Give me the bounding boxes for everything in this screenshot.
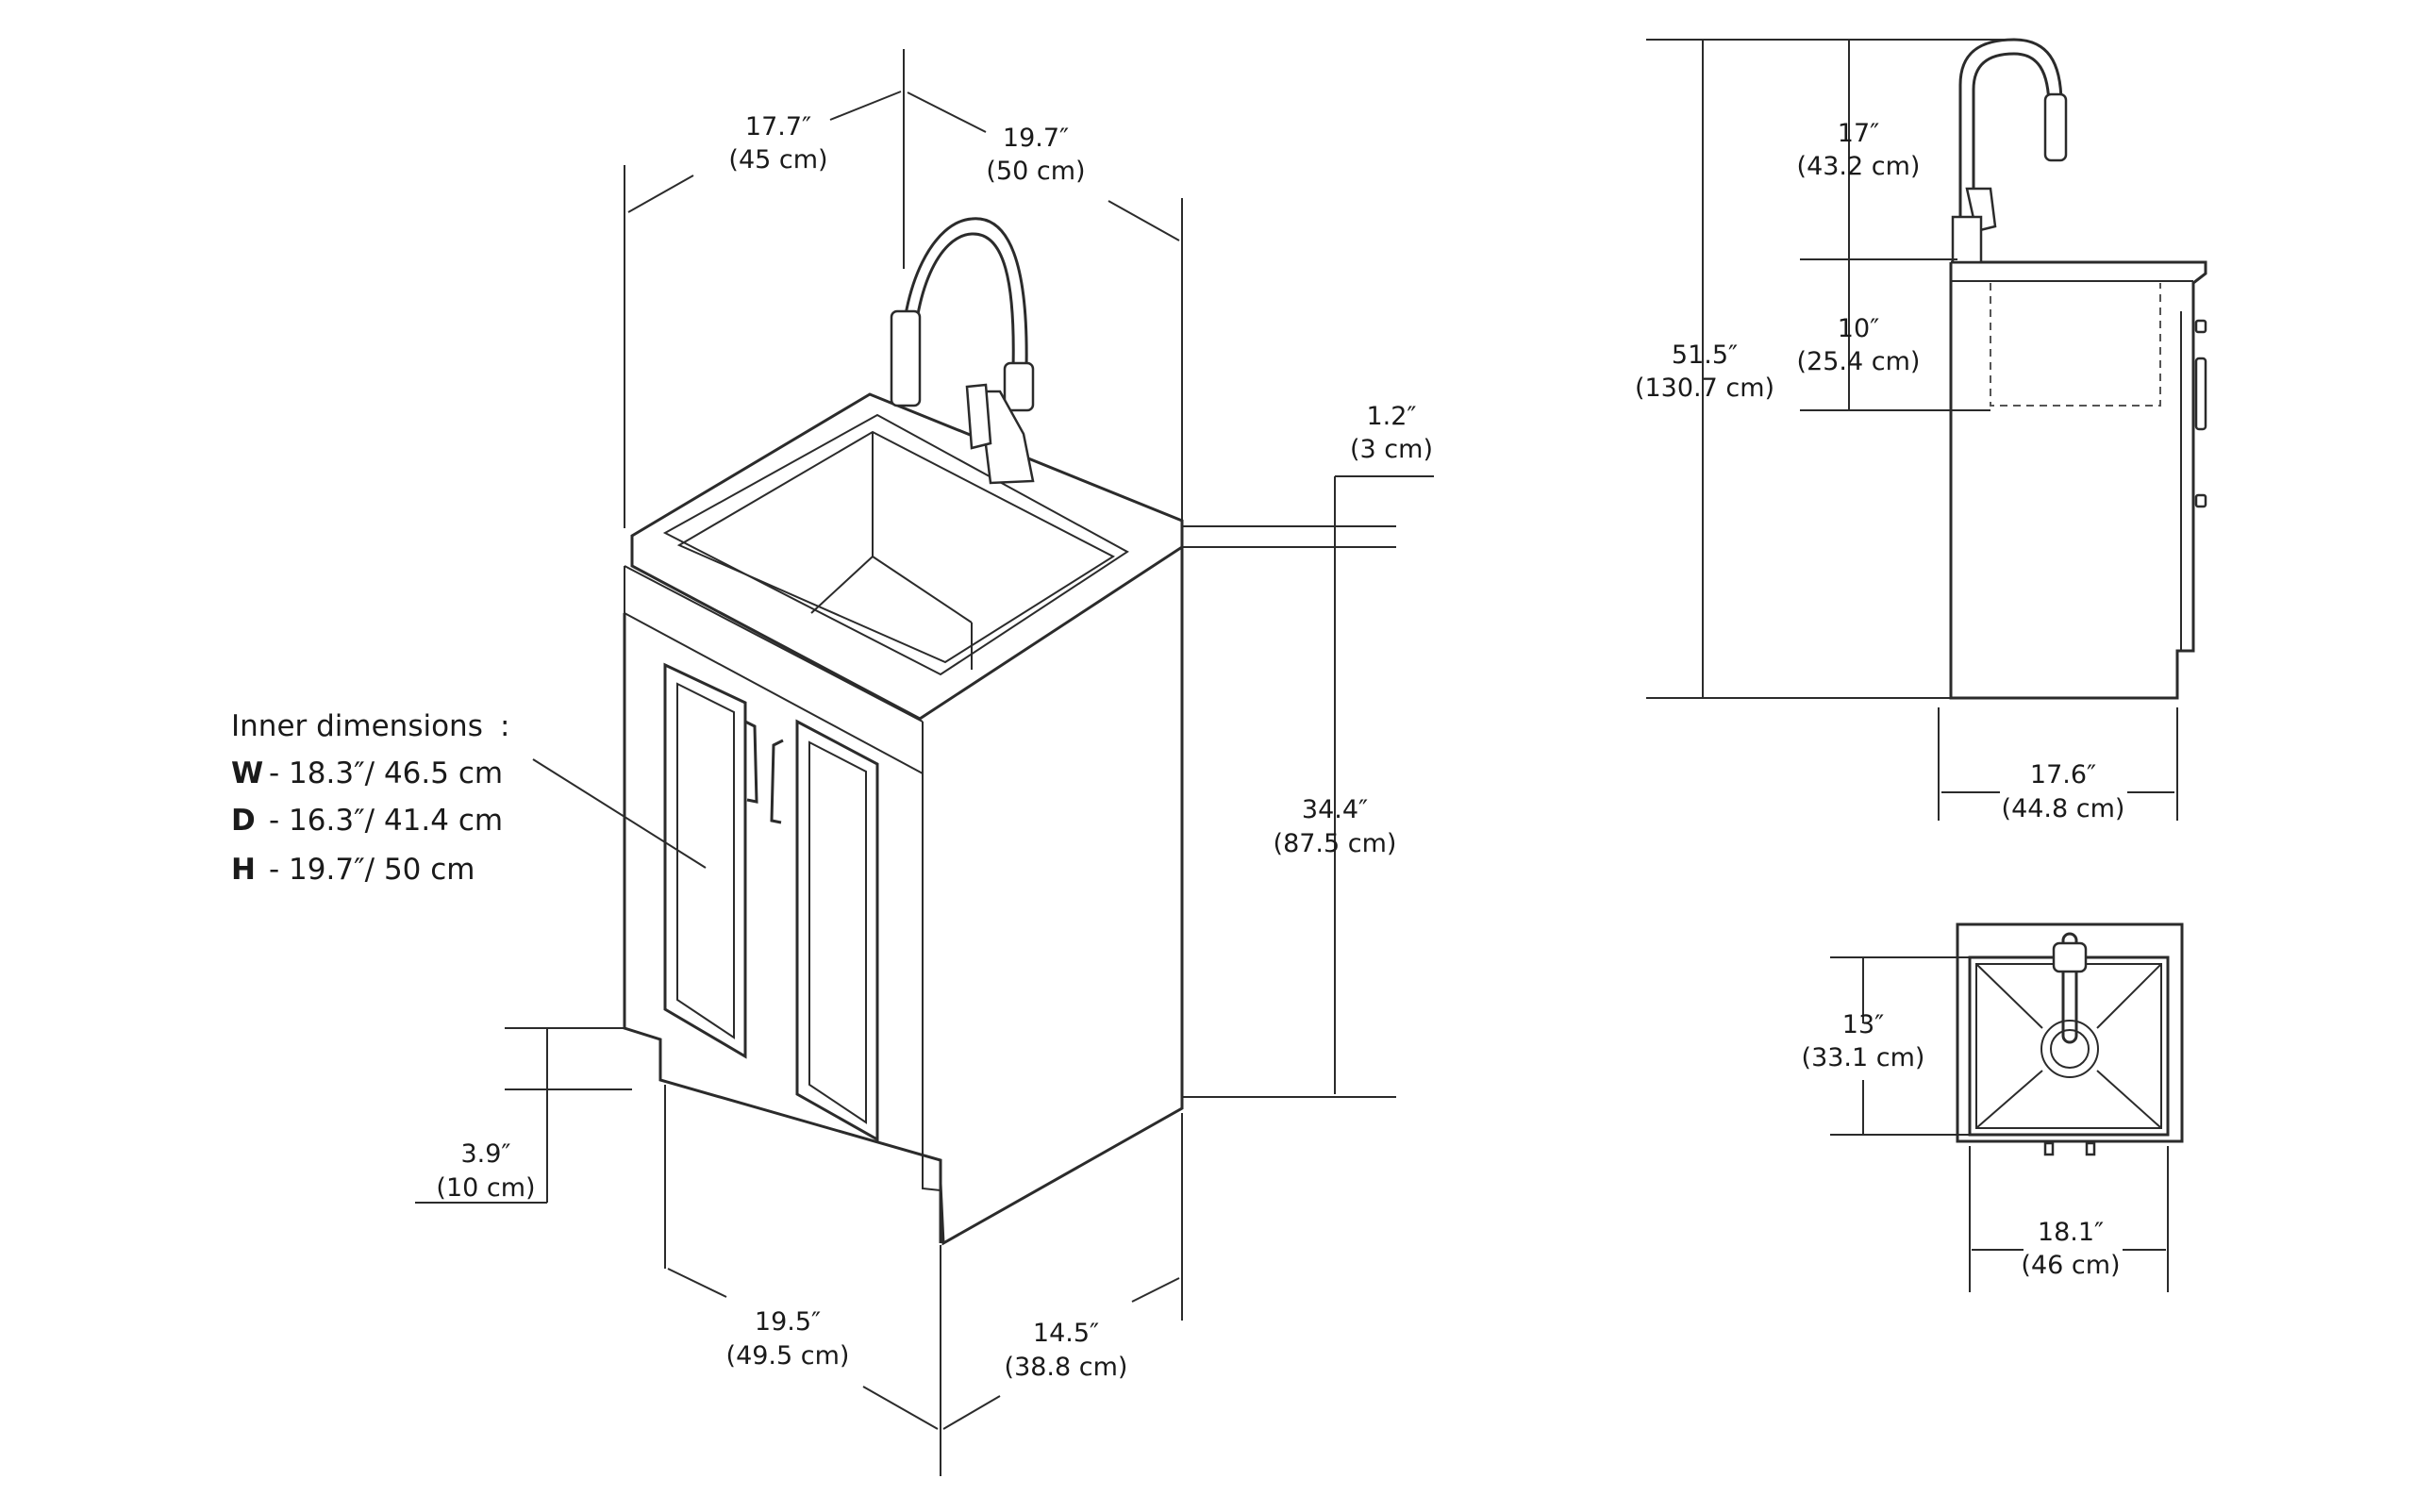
label-total-cm: (130.7 cm) — [1635, 374, 1774, 403]
isometric-view: 17.7″ (45 cm) 19.7″ (50 cm) 1.2″ (3 cm) … — [231, 49, 1434, 1476]
label-faucet-inch: 17″ — [1838, 119, 1879, 148]
label-rim-cm: (3 cm) — [1350, 435, 1433, 464]
isometric-faucet — [890, 217, 1035, 485]
cabinet-doors — [663, 662, 879, 1142]
label-top-depth-inch: 13″ — [1842, 1010, 1884, 1039]
side-view: 17″ (43.2 cm) 10″ (25.4 cm) 51.5″ (130.7… — [1635, 38, 2207, 823]
label-height-inch: 34.4″ — [1302, 795, 1368, 824]
inner-w-value: - 18.3″/ 46.5 cm — [269, 756, 503, 790]
cabinet-body — [623, 538, 1184, 1246]
label-basin-inch: 10″ — [1838, 314, 1879, 343]
countertop — [624, 392, 1184, 774]
label-bottom-left-inch: 19.5″ — [755, 1307, 821, 1337]
inner-dimensions-colon: : — [500, 709, 509, 743]
label-toe-inch: 3.9″ — [460, 1139, 510, 1169]
iso-dim-lines — [415, 49, 1434, 1476]
label-top-right-inch: 19.7″ — [1003, 124, 1069, 153]
inner-dimensions-title: Inner dimensions — [231, 709, 483, 743]
label-bottom-left-cm: (49.5 cm) — [726, 1341, 850, 1371]
inner-h-letter: H — [231, 853, 256, 887]
label-top-left-cm: (45 cm) — [728, 145, 827, 174]
side-faucet — [1951, 38, 2068, 264]
sink-basin — [662, 413, 1129, 676]
label-top-left-inch: 17.7″ — [745, 112, 811, 141]
side-cabinet — [1949, 260, 2207, 700]
label-top-width-cm: (46 cm) — [2021, 1251, 2120, 1280]
top-dim-lines — [1830, 956, 2169, 1292]
top-sink — [1956, 922, 2184, 1156]
label-top-depth-cm: (33.1 cm) — [1802, 1043, 1925, 1072]
inner-dimensions-block: Inner dimensions : W - 18.3″/ 46.5 cm D … — [231, 709, 509, 887]
inner-w-letter: W — [231, 756, 263, 790]
label-depth-cm: (44.8 cm) — [2002, 794, 2125, 823]
label-total-inch: 51.5″ — [1672, 341, 1738, 370]
label-height-cm: (87.5 cm) — [1274, 829, 1397, 858]
label-bottom-right-cm: (38.8 cm) — [1005, 1353, 1128, 1382]
label-depth-inch: 17.6″ — [2030, 760, 2096, 789]
label-top-right-cm: (50 cm) — [986, 157, 1085, 186]
label-bottom-right-inch: 14.5″ — [1033, 1319, 1099, 1348]
inner-d-letter: D — [231, 804, 256, 838]
label-basin-cm: (25.4 cm) — [1797, 347, 1921, 376]
label-top-width-inch: 18.1″ — [2038, 1218, 2104, 1247]
label-toe-cm: (10 cm) — [436, 1173, 535, 1203]
label-rim-inch: 1.2″ — [1366, 402, 1416, 431]
inner-d-value: - 16.3″/ 41.4 cm — [269, 804, 503, 838]
side-dim-lines — [1646, 39, 2178, 821]
inner-h-value: - 19.7″/ 50 cm — [269, 853, 475, 887]
top-view: 13″ (33.1 cm) 18.1″ (46 cm) — [1802, 922, 2184, 1292]
label-faucet-cm: (43.2 cm) — [1797, 152, 1921, 181]
